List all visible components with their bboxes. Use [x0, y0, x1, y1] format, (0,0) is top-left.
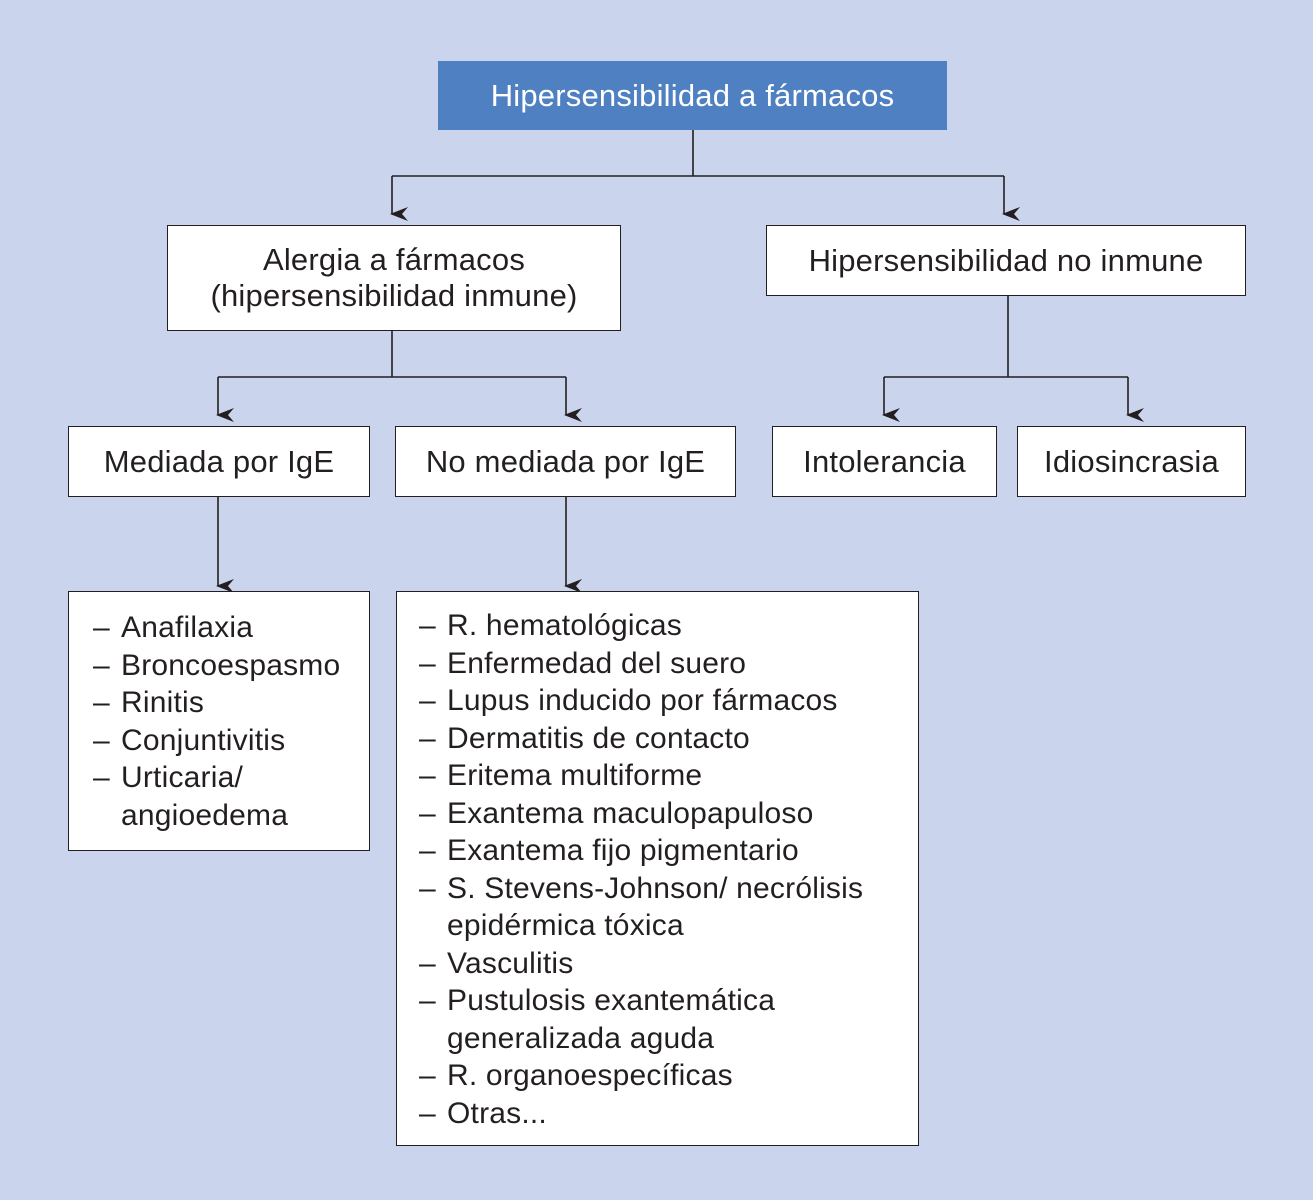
- idiosyncrasy-label: Idiosincrasia: [1044, 443, 1219, 479]
- list-item: Anafilaxia: [93, 609, 369, 647]
- list-item: Lupus inducido por fármacos: [419, 682, 918, 720]
- non-ige-label: No mediada por IgE: [425, 443, 706, 479]
- list-item: R. hematológicas: [419, 607, 918, 645]
- list-item: Rinitis: [93, 684, 369, 722]
- intolerance-label: Intolerancia: [803, 443, 966, 479]
- allergy-label-line2: (hipersensibilidad inmune): [210, 278, 578, 313]
- connector-non-immune: [884, 295, 1128, 378]
- non-ige-list-box: R. hematológicas Enfermedad del suero Lu…: [396, 591, 919, 1146]
- connector-root: [392, 130, 1004, 177]
- list-item: Eritema multiforme: [419, 757, 918, 795]
- list-item: R. organoespecíficas: [419, 1057, 918, 1095]
- ige-label: Mediada por IgE: [103, 443, 335, 479]
- list-item: S. Stevens-Johnson/ necrólisis epidérmic…: [419, 870, 867, 945]
- list-item: Dermatitis de contacto: [419, 720, 918, 758]
- non-immune-node: Hipersensibilidad no inmune: [766, 225, 1246, 296]
- connector-allergy: [218, 330, 566, 378]
- ige-list: Anafilaxia Broncoespasmo Rinitis Conjunt…: [93, 609, 369, 834]
- list-item: Urticaria/ angioedema: [93, 759, 351, 834]
- root-label: Hipersensibilidad a fármacos: [490, 77, 895, 113]
- allergy-label-line1: Alergia a fármacos: [262, 242, 526, 277]
- list-item: Vasculitis: [419, 945, 918, 983]
- ige-node: Mediada por IgE: [68, 426, 370, 497]
- ige-list-box: Anafilaxia Broncoespasmo Rinitis Conjunt…: [68, 591, 370, 851]
- allergy-node: Alergia a fármacos (hipersensibilidad in…: [167, 225, 621, 331]
- list-item: Pustulosis exantemática generalizada agu…: [419, 982, 847, 1057]
- root-node: Hipersensibilidad a fármacos: [438, 61, 947, 130]
- non-ige-list: R. hematológicas Enfermedad del suero Lu…: [419, 607, 918, 1132]
- list-item: Exantema maculopapuloso: [419, 795, 918, 833]
- idiosyncrasy-node: Idiosincrasia: [1017, 426, 1246, 497]
- list-item: Broncoespasmo: [93, 647, 369, 685]
- list-item: Enfermedad del suero: [419, 645, 918, 683]
- intolerance-node: Intolerancia: [772, 426, 997, 497]
- list-item: Otras...: [419, 1095, 918, 1133]
- non-ige-node: No mediada por IgE: [395, 426, 736, 497]
- list-item: Exantema fijo pigmentario: [419, 832, 918, 870]
- list-item: Conjuntivitis: [93, 722, 369, 760]
- non-immune-label: Hipersensibilidad no inmune: [808, 242, 1204, 278]
